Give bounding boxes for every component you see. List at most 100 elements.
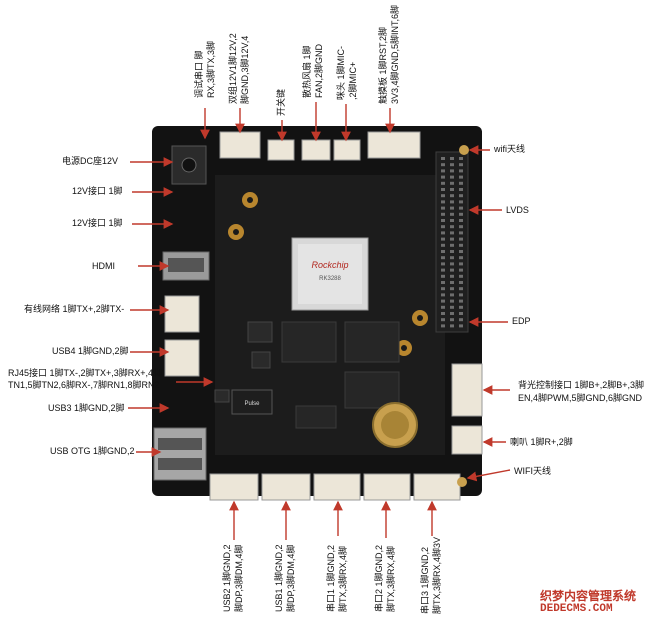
header-pin	[459, 188, 463, 191]
label-usb-otg: USB OTG 1脚GND,2	[50, 446, 135, 456]
uart2-connector	[363, 473, 411, 501]
header-pin	[459, 312, 463, 315]
ic-chip	[247, 321, 273, 343]
label-fan-line1: 散热风扇 1脚	[302, 45, 312, 98]
header-pin	[441, 262, 445, 266]
header-pin	[450, 200, 454, 204]
ethernet-connector	[164, 295, 200, 333]
label-uart3-line2: 脚TX,3脚RX,4脚3V	[432, 536, 442, 614]
header-pin	[450, 231, 454, 235]
header-pin	[441, 287, 445, 291]
header-pin	[450, 181, 454, 185]
header-pin	[441, 188, 445, 191]
fan-connector	[301, 139, 331, 161]
label-usb2-line2: 脚DP,3脚DM,4脚	[234, 544, 244, 612]
header-pin	[459, 225, 463, 229]
speaker-connector	[451, 425, 483, 455]
header-pin	[441, 250, 445, 253]
header-pin	[450, 188, 454, 191]
header-pin	[441, 225, 445, 229]
header-pin	[450, 157, 454, 160]
header-pin	[450, 206, 454, 210]
header-pin	[459, 250, 463, 253]
header-pin	[450, 237, 454, 241]
header-pin	[459, 175, 463, 179]
header-pin	[450, 194, 454, 198]
label-usb1-line2: 脚DP,3脚DM,4脚	[286, 544, 296, 612]
label-rj45-line2: TN1,5脚TN2,6脚RX-,7脚RN1,8脚RN2	[8, 380, 160, 390]
label-backlight-line2: EN,4脚PWM,5脚GND,6脚GND	[518, 393, 643, 403]
header-pin	[441, 268, 445, 272]
label-debug-line1: 调试串口 脚	[194, 50, 204, 98]
header-pin	[450, 256, 454, 260]
header-pin	[459, 305, 463, 309]
label-usb1-line1: USB1 1脚GND,2	[274, 544, 284, 612]
header-pin	[459, 194, 463, 198]
label-uart2-line2: 脚TX,3脚RX,4脚	[386, 545, 396, 612]
header-pin	[459, 293, 463, 297]
header-pin	[441, 169, 445, 173]
header-pin	[459, 274, 463, 278]
memory-chip	[344, 371, 400, 409]
label-dc12v: 电源DC座12V	[62, 156, 119, 166]
header-pin	[441, 293, 445, 297]
header-pin	[441, 274, 445, 278]
watermark-title: 织梦内容管理系统	[540, 589, 637, 603]
usb1-connector	[261, 473, 311, 501]
header-pin	[450, 225, 454, 229]
label-wifi-top: wifi天线	[494, 144, 525, 154]
label-usb2-line1: USB2 1脚GND,2	[222, 544, 232, 612]
header-pin	[441, 212, 445, 216]
header-pin	[450, 262, 454, 266]
label-rj45-line1: RJ45接口 1脚TX-,2脚TX+,3脚RX+,4脚	[8, 368, 163, 378]
label-lvds: LVDS	[506, 205, 529, 215]
header-pin	[450, 274, 454, 278]
header-pin	[450, 243, 454, 247]
label-touch-line2: 3V3,4脚GND,5脚INT,6脚	[390, 4, 400, 104]
label-edp: EDP	[512, 316, 531, 326]
header-pin	[441, 281, 445, 284]
label-mic-line2: ,2脚MIC+	[348, 61, 358, 100]
label-uart2-line1: 串口2 1脚GND,2	[374, 544, 384, 612]
ic-chip	[214, 389, 230, 403]
header-pin	[450, 299, 454, 303]
header-pin	[459, 281, 463, 284]
header-pin	[450, 293, 454, 297]
label-usb3: USB3 1脚GND,2脚	[48, 403, 125, 413]
header-pin	[450, 175, 454, 179]
touch-connector	[367, 131, 421, 159]
header-pin	[450, 163, 454, 167]
header-pin	[441, 200, 445, 204]
label-uart1-line2: 脚TX,3脚RX,4脚	[338, 545, 348, 612]
header-pin	[459, 219, 463, 222]
memory-chip	[281, 321, 337, 363]
mounting-hole	[401, 345, 407, 351]
uart3-connector	[413, 473, 461, 501]
ic-chip	[251, 351, 271, 369]
header-pin	[459, 287, 463, 291]
label-usb4: USB4 1脚GND,2脚	[52, 346, 129, 356]
label-wifi-bottom: WIFI天线	[514, 466, 551, 476]
header-pin	[459, 157, 463, 160]
label-mic-line1: 咪头 1脚MIC-	[336, 45, 346, 100]
memory-chip	[295, 405, 337, 429]
header-pin	[441, 181, 445, 185]
wifi-antenna-pad	[457, 477, 467, 487]
header-pin	[441, 219, 445, 222]
header-pin	[450, 312, 454, 315]
usb-otg-port	[153, 427, 207, 481]
header-pin	[441, 157, 445, 160]
label-power-key: 开关键	[276, 88, 286, 116]
uart1-connector	[313, 473, 361, 501]
pulse-text: Pulse	[244, 401, 260, 407]
header-pin	[459, 231, 463, 235]
header-pin	[459, 212, 463, 216]
label-debug-line2: RX,3脚TX,3脚	[206, 40, 216, 98]
label-speaker: 喇叭 1脚R+,2脚	[510, 437, 573, 447]
header-pin	[441, 318, 445, 322]
header-pin	[450, 318, 454, 322]
dual-12v-connector	[219, 131, 261, 159]
mounting-hole	[417, 315, 423, 321]
